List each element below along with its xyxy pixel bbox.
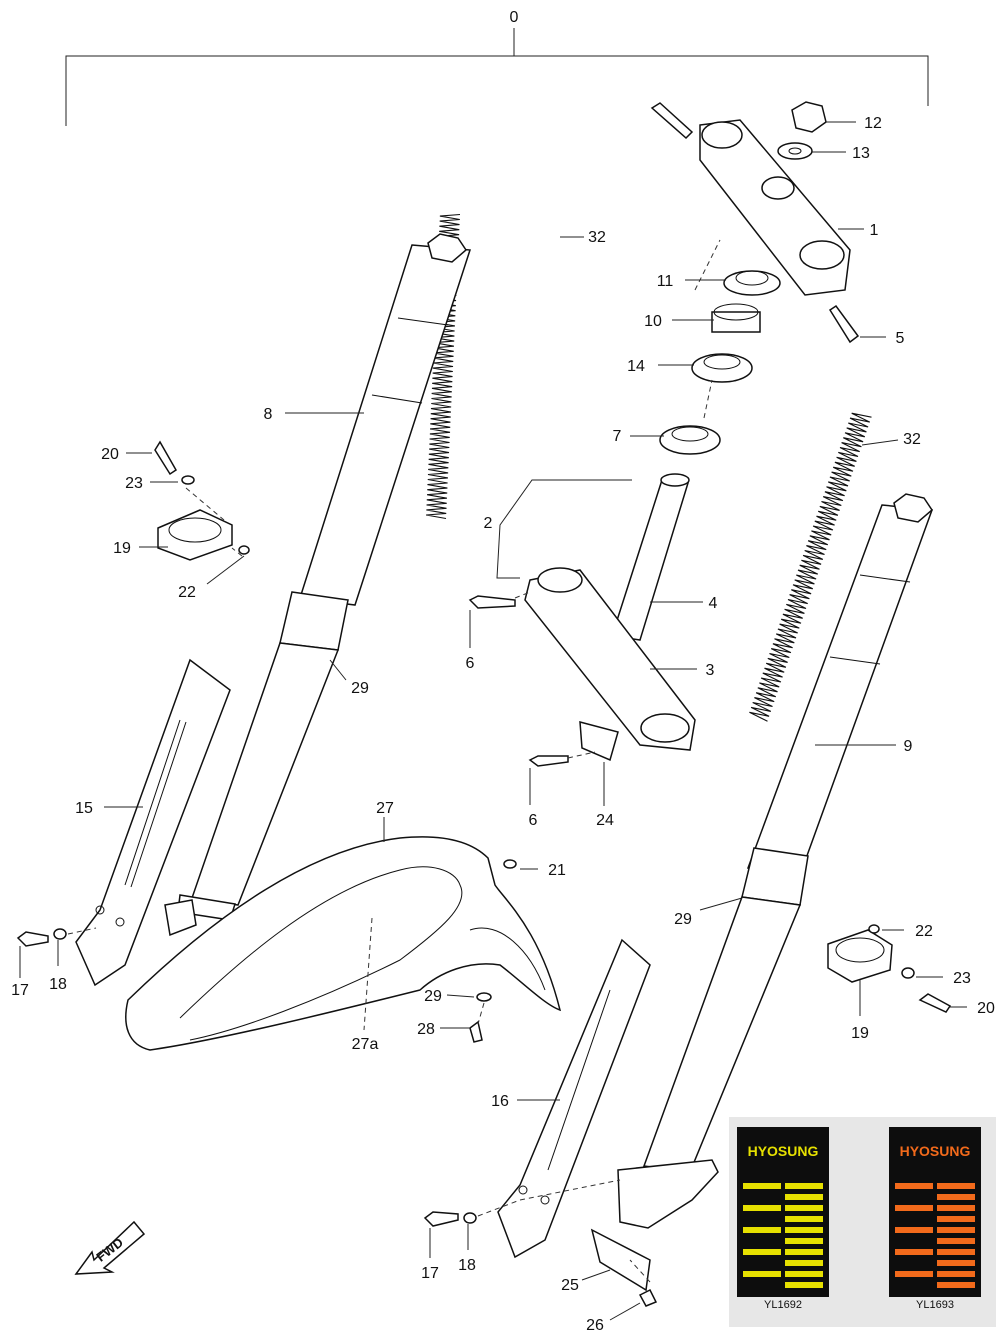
callout-15: 15 bbox=[75, 800, 93, 817]
decal-stripe bbox=[743, 1260, 823, 1266]
callout-17-left: 17 bbox=[11, 982, 29, 999]
callout-17-right: 17 bbox=[421, 1265, 439, 1282]
callout-20-right: 20 bbox=[977, 1000, 995, 1017]
decal-stripe bbox=[743, 1205, 823, 1211]
callout-assembly: 0 bbox=[510, 9, 519, 26]
callout-23-left: 23 bbox=[125, 475, 143, 492]
decal-stripe bbox=[743, 1238, 823, 1244]
callout-19-left: 19 bbox=[113, 540, 131, 557]
callout-24: 24 bbox=[596, 812, 614, 829]
callout-28: 28 bbox=[417, 1021, 435, 1038]
callout-13: 13 bbox=[852, 145, 870, 162]
callout-9: 9 bbox=[904, 738, 913, 755]
decal-stripe bbox=[895, 1260, 975, 1266]
washers bbox=[53, 475, 915, 1224]
callout-32-right: 32 bbox=[903, 431, 921, 448]
fork-spring-right bbox=[749, 412, 872, 722]
upper-triple-clamp bbox=[650, 102, 860, 344]
decal-stripe bbox=[895, 1282, 975, 1288]
callout-29-fender: 29 bbox=[424, 988, 442, 1005]
callout-20-left: 20 bbox=[101, 446, 119, 463]
fwd-arrow-icon: FWD bbox=[74, 1220, 146, 1275]
hardware bbox=[16, 440, 952, 1307]
decal-stripe bbox=[895, 1238, 975, 1244]
decal-code: YL1693 bbox=[916, 1299, 954, 1311]
lower-triple-clamp bbox=[524, 567, 696, 751]
decal-brand: HYOSUNG bbox=[899, 1143, 971, 1159]
callout-2: 2 bbox=[484, 515, 493, 532]
decal-stripe bbox=[743, 1282, 823, 1288]
alignment-lines bbox=[67, 239, 721, 1283]
decal-stripe bbox=[743, 1227, 823, 1233]
steering-nut bbox=[711, 303, 761, 333]
callout-4: 4 bbox=[709, 595, 718, 612]
callout-19-right: 19 bbox=[851, 1025, 869, 1042]
callout-27a: 27a bbox=[352, 1036, 379, 1053]
callout-16: 16 bbox=[491, 1093, 509, 1110]
callout-29-right: 29 bbox=[674, 911, 692, 928]
callout-32-left: 32 bbox=[588, 229, 606, 246]
decal-stripe bbox=[895, 1227, 975, 1233]
callout-26: 26 bbox=[586, 1317, 604, 1334]
decal-stripes bbox=[895, 1183, 975, 1291]
callout-22-right: 22 bbox=[915, 923, 933, 940]
callout-3: 3 bbox=[706, 662, 715, 679]
fork-clamp-left bbox=[157, 509, 233, 561]
callout-21: 21 bbox=[548, 862, 566, 879]
fork-clamp-right bbox=[827, 929, 893, 983]
washer-13 bbox=[777, 142, 813, 160]
decal-stripe bbox=[895, 1216, 975, 1222]
leader-lines bbox=[19, 121, 967, 1321]
lower-bearing bbox=[659, 425, 721, 455]
callout-5: 5 bbox=[896, 330, 905, 347]
decal-code: YL1692 bbox=[764, 1299, 802, 1311]
fork-tube-right bbox=[617, 493, 934, 1229]
decal-stripe bbox=[743, 1194, 823, 1200]
decal-stripe bbox=[895, 1271, 975, 1277]
callout-1: 1 bbox=[870, 222, 879, 239]
callout-8: 8 bbox=[264, 406, 273, 423]
callout-29-left: 29 bbox=[351, 680, 369, 697]
callout-25: 25 bbox=[561, 1277, 579, 1294]
callout-6-lower: 6 bbox=[529, 812, 538, 829]
callout-23-right: 23 bbox=[953, 970, 971, 987]
callout-18-left: 18 bbox=[49, 976, 67, 993]
callout-27: 27 bbox=[376, 800, 394, 817]
callout-7: 7 bbox=[613, 428, 622, 445]
callout-14: 14 bbox=[627, 358, 645, 375]
decal-photo: HYOSUNG YL1692 HYOSUNG YL1693 bbox=[729, 1117, 996, 1327]
decal-stripe bbox=[743, 1216, 823, 1222]
fork-cover-left bbox=[75, 658, 231, 987]
decal-stripe bbox=[743, 1183, 823, 1189]
decal-stripe bbox=[895, 1205, 975, 1211]
callout-12: 12 bbox=[864, 115, 882, 132]
decal-yellow: HYOSUNG bbox=[737, 1127, 829, 1297]
decal-brand: HYOSUNG bbox=[747, 1143, 819, 1159]
fork-tube-left bbox=[164, 233, 472, 937]
decal-stripe bbox=[895, 1249, 975, 1255]
upper-bearing bbox=[691, 353, 753, 383]
top-nut bbox=[791, 101, 827, 133]
callouts: 0 12 13 1 32 11 10 5 14 8 7 32 20 23 2 1… bbox=[11, 9, 995, 1334]
decal-stripe bbox=[743, 1271, 823, 1277]
steering-stem bbox=[611, 473, 690, 641]
decal-stripe bbox=[895, 1183, 975, 1189]
decal-orange: HYOSUNG bbox=[889, 1127, 981, 1297]
dust-seal bbox=[723, 270, 781, 296]
callout-18-right: 18 bbox=[458, 1257, 476, 1274]
callout-10: 10 bbox=[644, 313, 662, 330]
front-fender bbox=[125, 836, 562, 1051]
callout-11: 11 bbox=[657, 273, 674, 290]
decal-stripe bbox=[895, 1194, 975, 1200]
callout-6-upper: 6 bbox=[466, 655, 475, 672]
decal-stripes bbox=[743, 1183, 823, 1291]
decal-stripe bbox=[743, 1249, 823, 1255]
assembly-bracket bbox=[65, 28, 929, 126]
callout-22-left: 22 bbox=[178, 584, 196, 601]
fork-cover-right bbox=[497, 938, 651, 1259]
